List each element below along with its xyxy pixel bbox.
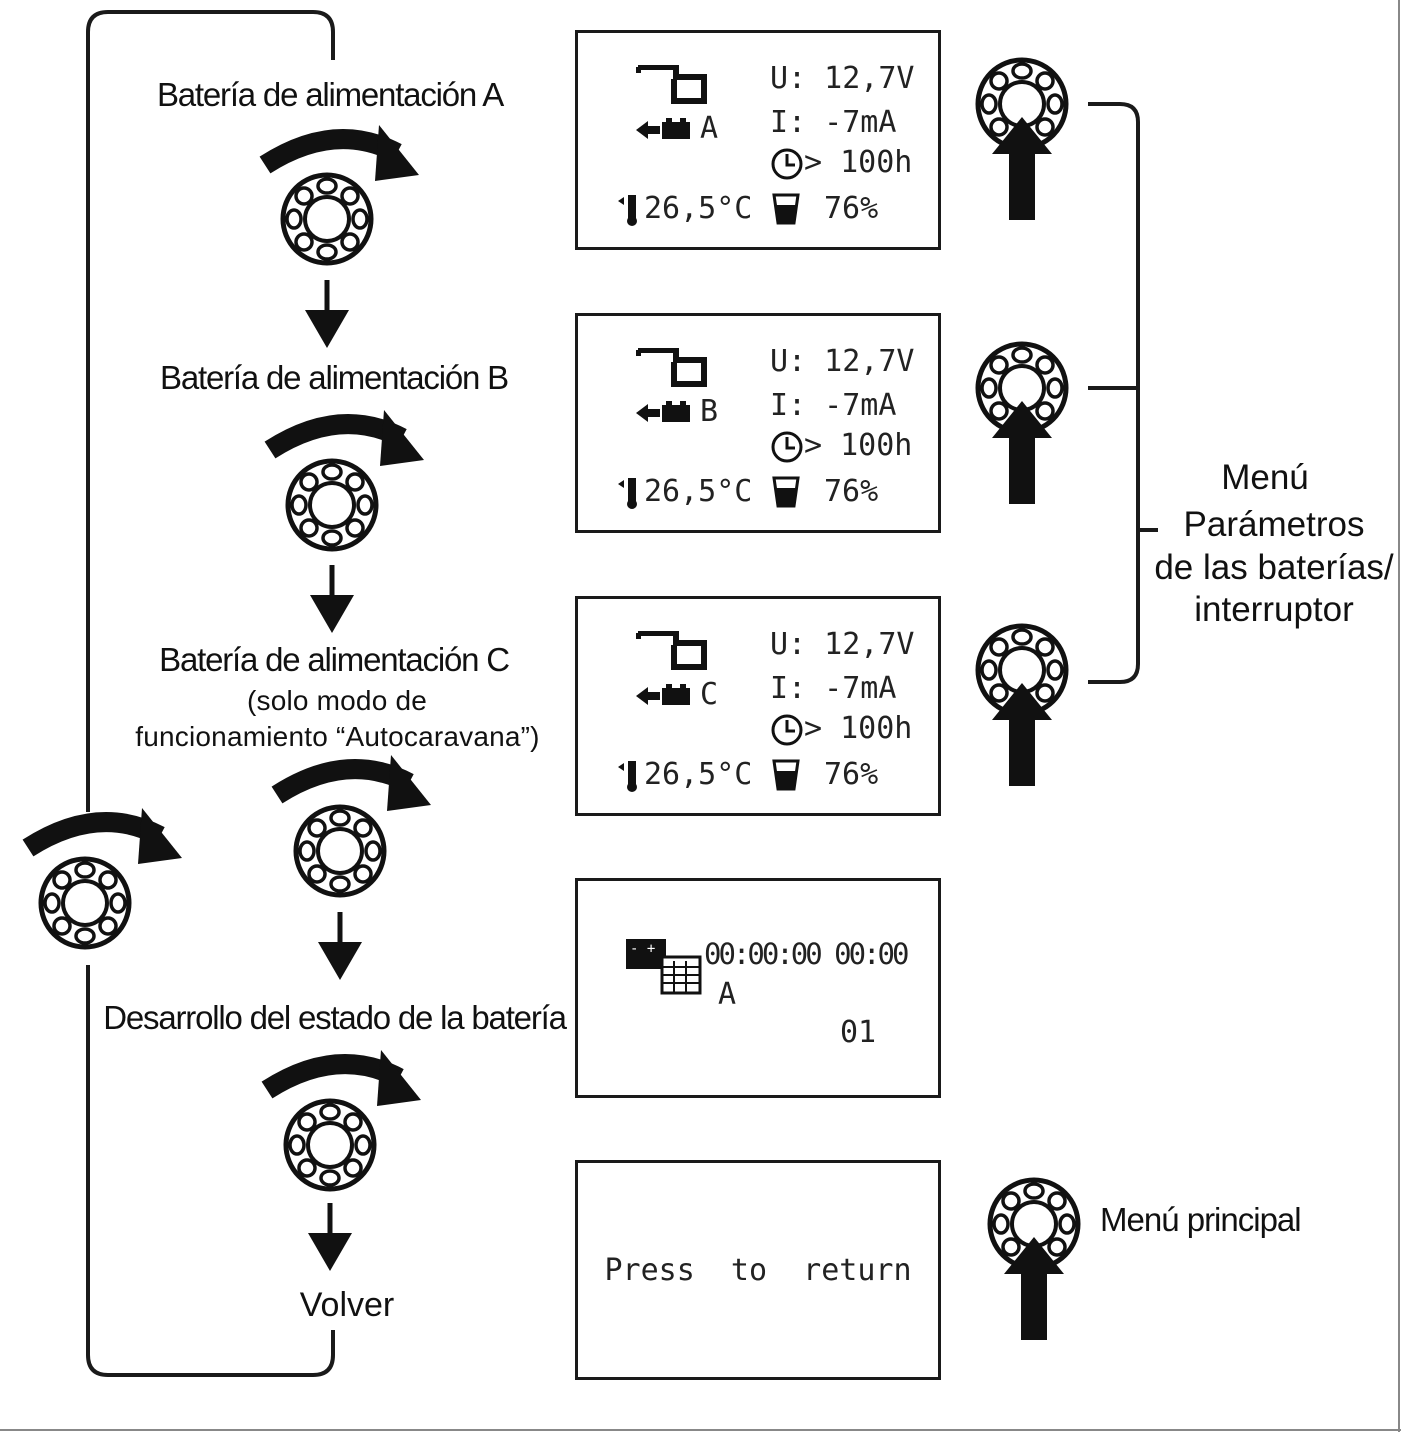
- down-arrow-icon: [305, 280, 349, 348]
- main-menu-label: Menú principal: [1100, 1201, 1302, 1238]
- thermometer-icon: [618, 761, 637, 792]
- battery-icon: [636, 118, 690, 139]
- rotate-arrow-icon: [277, 755, 431, 811]
- time-value: > 100h: [804, 145, 913, 180]
- current-value: I: -7mA: [770, 105, 897, 140]
- lcd-screen-battery-a: A U: 12,7V I: -7mA > 100h 26,5°C 76%: [575, 30, 941, 250]
- history-battery-id: A: [718, 977, 737, 1012]
- rotate-arrow-icon: [270, 410, 424, 466]
- current-value: I: -7mA: [770, 671, 897, 706]
- temperature-value: 26,5°C: [644, 191, 753, 226]
- down-arrow-icon: [308, 1203, 352, 1271]
- label-battery-c-note-1: (solo modo de: [246, 685, 428, 716]
- menu-label-line1: Menú: [1221, 458, 1309, 497]
- down-arrow-icon: [318, 912, 362, 980]
- rotary-knob-icon: [283, 175, 371, 263]
- battery-switch-icon: [636, 65, 707, 104]
- charge-value: 76%: [824, 474, 879, 509]
- menu-label-line4: interruptor: [1194, 590, 1354, 629]
- battery-switch-icon: [636, 348, 707, 387]
- thermometer-icon: [618, 478, 637, 509]
- label-history: Desarrollo del estado de la batería: [103, 999, 567, 1036]
- lcd-screen-battery-b: B U: 12,7V I: -7mA > 100h 26,5°C 76%: [575, 313, 941, 533]
- return-rotate-arrow-icon: [28, 808, 182, 864]
- lcd-screen-history: - + 00:00:00 00:00 A 01: [575, 878, 941, 1098]
- label-battery-a: Batería de alimentación A: [156, 76, 504, 113]
- charge-value: 76%: [824, 757, 879, 792]
- charge-level-icon: [772, 759, 800, 791]
- menu-label-line3: de las baterías/: [1154, 548, 1394, 587]
- menu-label-line2: Parámetros: [1183, 505, 1365, 544]
- current-value: I: -7mA: [770, 388, 897, 423]
- temperature-value: 26,5°C: [644, 474, 753, 509]
- time-value: > 100h: [804, 711, 913, 746]
- battery-switch-icon: [636, 631, 707, 670]
- battery-icon: [636, 684, 690, 705]
- clock-icon: [771, 714, 803, 746]
- rotary-knob-icon: [288, 461, 376, 549]
- clock-icon: [771, 431, 803, 463]
- lcd-screen-battery-c: C U: 12,7V I: -7mA > 100h 26,5°C 76%: [575, 596, 941, 816]
- svg-text:- +: - +: [630, 941, 655, 957]
- down-arrow-icon: [310, 565, 354, 633]
- loop-line: [86, 10, 335, 812]
- return-text: Press to return: [604, 1253, 912, 1288]
- voltage-value: U: 12,7V: [770, 61, 915, 96]
- history-index: 01: [840, 1015, 877, 1050]
- clock-icon: [771, 148, 803, 180]
- loop-line-bottom: [86, 965, 335, 1377]
- rotate-arrow-icon: [265, 125, 419, 181]
- label-battery-b: Batería de alimentación B: [160, 359, 509, 396]
- time-value: > 100h: [804, 428, 913, 463]
- voltage-value: U: 12,7V: [770, 344, 915, 379]
- rotary-knob-icon: [286, 1101, 374, 1189]
- thermometer-icon: [618, 195, 637, 226]
- rotary-knob-icon: [296, 807, 384, 895]
- calendar-icon: - +: [626, 939, 702, 995]
- label-battery-c-note-2: funcionamiento “Autocaravana”): [135, 721, 540, 752]
- menu-bracket: [1088, 102, 1140, 684]
- rotate-arrow-icon: [267, 1050, 421, 1106]
- charge-value: 76%: [824, 191, 879, 226]
- return-knob-icon: [41, 859, 129, 947]
- label-back: Volver: [299, 1286, 395, 1324]
- charge-level-icon: [772, 476, 800, 508]
- battery-icon: [636, 401, 690, 422]
- label-battery-c: Batería de alimentación C: [159, 641, 510, 678]
- voltage-value: U: 12,7V: [770, 627, 915, 662]
- timestamp-value: 00:00:00 00:00: [704, 937, 909, 971]
- lcd-screen-return: Press to return: [575, 1160, 941, 1380]
- temperature-value: 26,5°C: [644, 757, 753, 792]
- charge-level-icon: [772, 193, 800, 225]
